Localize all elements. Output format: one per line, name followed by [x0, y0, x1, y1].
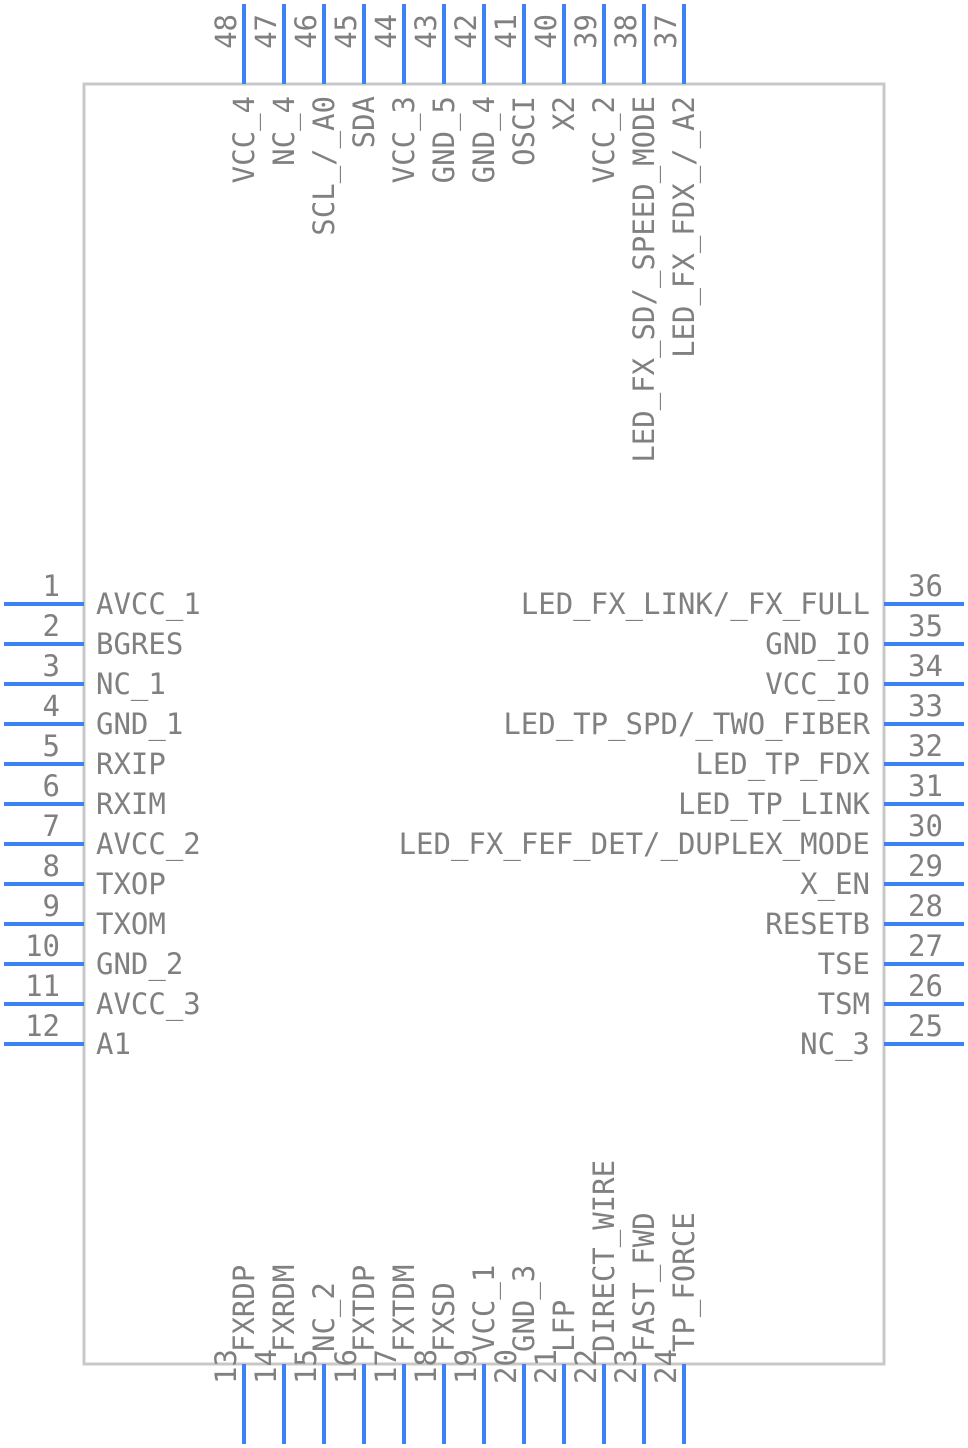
pin-31-label: LED_TP_LINK	[678, 787, 871, 822]
pin-12-label: A1	[96, 1027, 131, 1061]
pin-24-number: 24	[649, 1349, 683, 1384]
pin-44-label: VCC_3	[387, 96, 422, 183]
pin-1-number: 1	[43, 569, 60, 603]
pin-42-number: 42	[449, 14, 483, 49]
pin-20-number: 20	[489, 1349, 523, 1384]
pin-33-number: 33	[908, 689, 943, 723]
pin-47-label: NC_4	[267, 96, 302, 166]
pin-26-label: TSM	[818, 987, 870, 1021]
pin-3-label: NC_1	[96, 667, 166, 702]
pin-48-label: VCC_4	[227, 96, 262, 183]
pin-43-number: 43	[409, 14, 443, 49]
pin-23-label: FAST_FWD	[627, 1212, 662, 1352]
pin-6-label: RXIM	[96, 787, 166, 821]
pin-37-label: LED_FX_FDX_/_A2	[667, 96, 702, 358]
pin-44-number: 44	[369, 14, 403, 49]
pin-39-number: 39	[569, 14, 603, 49]
pin-22-label: DIRECT_WIRE	[587, 1160, 622, 1352]
pin-29-label: X_EN	[800, 867, 870, 902]
pin-18-number: 18	[409, 1349, 443, 1384]
pin-21-number: 21	[529, 1349, 563, 1384]
pin-10-label: GND_2	[96, 947, 183, 982]
pin-14-number: 14	[249, 1349, 283, 1384]
pin-30-number: 30	[908, 809, 943, 843]
pin-36-label: LED_FX_LINK/_FX_FULL	[521, 587, 870, 622]
pin-16-number: 16	[329, 1349, 363, 1384]
pin-32-label: LED_TP_FDX	[695, 747, 870, 782]
pin-24-label: TP_FORCE	[667, 1212, 702, 1352]
pin-39-label: VCC_2	[587, 96, 622, 183]
pin-26-number: 26	[908, 969, 943, 1003]
pin-9-number: 9	[43, 889, 60, 923]
pin-46-number: 46	[289, 14, 323, 49]
pin-37-number: 37	[649, 14, 683, 49]
pin-4-number: 4	[43, 689, 60, 723]
pin-19-number: 19	[449, 1349, 483, 1384]
pin-2-label: BGRES	[96, 627, 183, 661]
pin-33-label: LED_TP_SPD/_TWO_FIBER	[503, 707, 870, 742]
pin-11-number: 11	[25, 969, 60, 1003]
pin-17-number: 17	[369, 1349, 403, 1384]
pin-15-number: 15	[289, 1349, 323, 1384]
pin-12-number: 12	[25, 1009, 60, 1043]
pin-48-number: 48	[209, 14, 243, 49]
pin-22-number: 22	[569, 1349, 603, 1384]
pin-10-number: 10	[25, 929, 60, 963]
pin-29-number: 29	[908, 849, 943, 883]
pin-27-number: 27	[908, 929, 943, 963]
pin-30-label: LED_FX_FEF_DET/_DUPLEX_MODE	[399, 827, 870, 862]
pin-14-label: FXRDM	[267, 1265, 301, 1352]
pin-34-label: VCC_IO	[765, 667, 870, 702]
pin-17-label: FXTDM	[387, 1265, 421, 1352]
pin-11-label: AVCC_3	[96, 987, 201, 1022]
pin-35-number: 35	[908, 609, 943, 643]
pin-8-number: 8	[43, 849, 60, 883]
pin-42-label: GND_4	[467, 96, 502, 183]
pin-32-number: 32	[908, 729, 943, 763]
pin-31-number: 31	[908, 769, 943, 803]
pin-28-number: 28	[908, 889, 943, 923]
pin-13-label: FXRDP	[227, 1265, 261, 1352]
pin-6-number: 6	[43, 769, 60, 803]
pin-16-label: FXTDP	[347, 1265, 381, 1352]
pin-3-number: 3	[43, 649, 60, 683]
pin-5-label: RXIP	[96, 747, 166, 781]
pin-15-label: NC_2	[307, 1282, 342, 1352]
pin-7-label: AVCC_2	[96, 827, 201, 862]
pin-9-label: TXOM	[96, 907, 166, 941]
pin-45-label: SDA	[347, 96, 381, 148]
pin-40-number: 40	[529, 14, 563, 49]
pin-4-label: GND_1	[96, 707, 183, 742]
pin-25-number: 25	[908, 1009, 943, 1043]
pin-38-number: 38	[609, 14, 643, 49]
pin-40-label: X2	[547, 96, 581, 131]
pin-18-label: FXSD	[427, 1282, 461, 1352]
pin-25-label: NC_3	[800, 1027, 870, 1062]
pin-2-number: 2	[43, 609, 60, 643]
pin-41-number: 41	[489, 14, 523, 49]
pin-34-number: 34	[908, 649, 943, 683]
pin-7-number: 7	[43, 809, 60, 843]
pin-41-label: OSCI	[507, 96, 541, 166]
pin-36-number: 36	[908, 569, 943, 603]
pin-19-label: VCC_1	[467, 1265, 502, 1352]
pin-8-label: TXOP	[96, 867, 166, 901]
pin-13-number: 13	[209, 1349, 243, 1384]
pin-28-label: RESETB	[765, 907, 870, 941]
pin-47-number: 47	[249, 14, 283, 49]
pin-43-label: GND_5	[427, 96, 462, 183]
pin-5-number: 5	[43, 729, 60, 763]
pin-1-label: AVCC_1	[96, 587, 201, 622]
pin-21-label: LFP	[547, 1300, 581, 1352]
pin-35-label: GND_IO	[765, 627, 870, 662]
pin-46-label: SCL_/_A0	[307, 96, 342, 236]
pin-20-label: GND_3	[507, 1265, 542, 1352]
pin-27-label: TSE	[818, 947, 870, 981]
pin-38-label: LED_FX_SD/_SPEED_MODE	[627, 96, 662, 463]
pin-23-number: 23	[609, 1349, 643, 1384]
pin-45-number: 45	[329, 14, 363, 49]
